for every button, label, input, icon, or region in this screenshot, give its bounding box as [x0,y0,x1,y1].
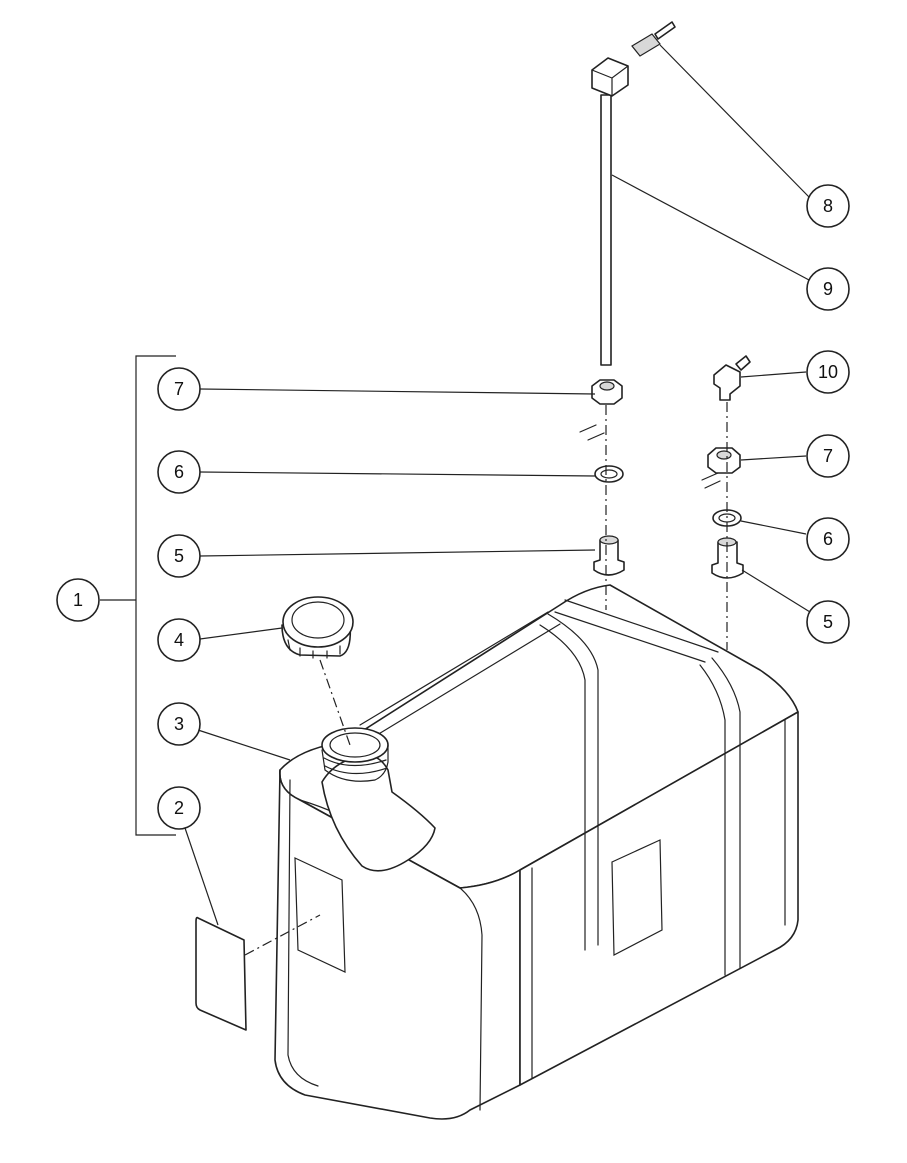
callout-6-left: 6 [157,450,201,494]
assembly-lines [244,402,728,956]
decal [195,916,247,1031]
svg-text:2: 2 [174,798,184,818]
callout-9: 9 [806,267,850,311]
svg-text:6: 6 [823,529,833,549]
tank-body [274,584,799,1120]
callout-6-right: 6 [806,517,850,561]
svg-text:9: 9 [823,279,833,299]
callout-3: 3 [157,702,201,746]
svg-text:8: 8 [823,196,833,216]
callout-7-right: 7 [806,434,850,478]
svg-text:1: 1 [73,590,83,610]
callout-2: 2 [157,786,201,830]
callout-1: 1 [56,578,100,622]
svg-text:6: 6 [174,462,184,482]
svg-text:4: 4 [174,630,184,650]
callout-5-left: 5 [157,534,201,578]
svg-text:5: 5 [174,546,184,566]
callout-10: 10 [806,350,850,394]
svg-text:7: 7 [174,379,184,399]
callout-4: 4 [157,618,201,662]
left-fitting-stack [591,21,676,576]
filler-cap [281,596,354,659]
svg-text:10: 10 [818,362,838,382]
leader-lines [184,44,811,926]
callout-8: 8 [806,184,850,228]
assembly-bracket [100,355,176,836]
svg-text:7: 7 [823,446,833,466]
svg-text:3: 3 [174,714,184,734]
callout-5-right: 5 [806,600,850,644]
callout-7-left: 7 [157,367,201,411]
right-fitting-stack [707,355,751,579]
svg-text:5: 5 [823,612,833,632]
